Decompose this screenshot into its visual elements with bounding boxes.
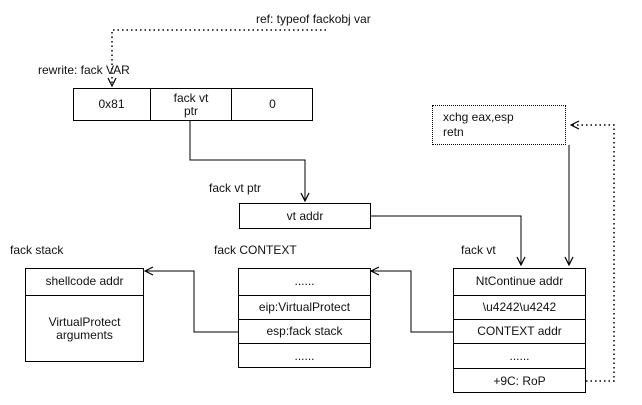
fack-vt-ptr-label: fack vt ptr xyxy=(209,181,262,195)
vt-cell-ntcontinue: NtContinue addr xyxy=(453,268,586,296)
stack-cell-args: VirtualProtect arguments xyxy=(48,315,121,342)
context-cell-top: ...... xyxy=(238,268,371,296)
vt-addr-text: vt addr xyxy=(286,208,324,223)
vt-cell-context-addr: CONTEXT addr xyxy=(453,320,586,344)
fack-context-label: fack CONTEXT xyxy=(214,243,297,257)
vt-addr-box xyxy=(239,203,371,229)
gadget-box xyxy=(432,105,566,145)
context-addr-arrow xyxy=(371,271,453,333)
fack-vt-label: fack vt xyxy=(461,243,496,257)
gadget-text: xchg eax,esp retn xyxy=(443,110,514,139)
vt-cell-rop: +9C: RoP xyxy=(493,373,546,388)
fack-stack-box xyxy=(25,268,144,362)
context-cell-bottom: ...... xyxy=(294,348,315,363)
ref-label: ref: typeof fackobj var xyxy=(256,12,371,26)
vt-cell-dots: ...... xyxy=(453,344,586,369)
context-cell-eip: eip:VirtualProtect xyxy=(238,296,371,320)
fack-vt-box xyxy=(453,268,586,393)
fack-var-row xyxy=(73,88,313,121)
vt-ptr-arrow xyxy=(189,121,305,201)
fack-stack-label: fack stack xyxy=(10,243,64,257)
rewrite-label: rewrite: fack VAR xyxy=(38,63,130,77)
fack-context-box xyxy=(238,268,371,368)
var-cell-vt-ptr: fack vt ptr xyxy=(150,88,232,121)
vt-cell-u4242: \u4242\u4242 xyxy=(453,296,586,320)
ref-dotted-arrow xyxy=(112,29,326,86)
var-cell-type: 0x81 xyxy=(98,97,125,111)
vt-addr-arrow xyxy=(371,215,521,265)
rop-dotted-arrow xyxy=(571,125,615,382)
esp-stack-arrow xyxy=(145,271,238,333)
context-cell-esp: esp:fack stack xyxy=(238,320,371,344)
stack-cell-shellcode: shellcode addr xyxy=(25,268,144,296)
var-cell-zero: 0 xyxy=(269,97,276,111)
